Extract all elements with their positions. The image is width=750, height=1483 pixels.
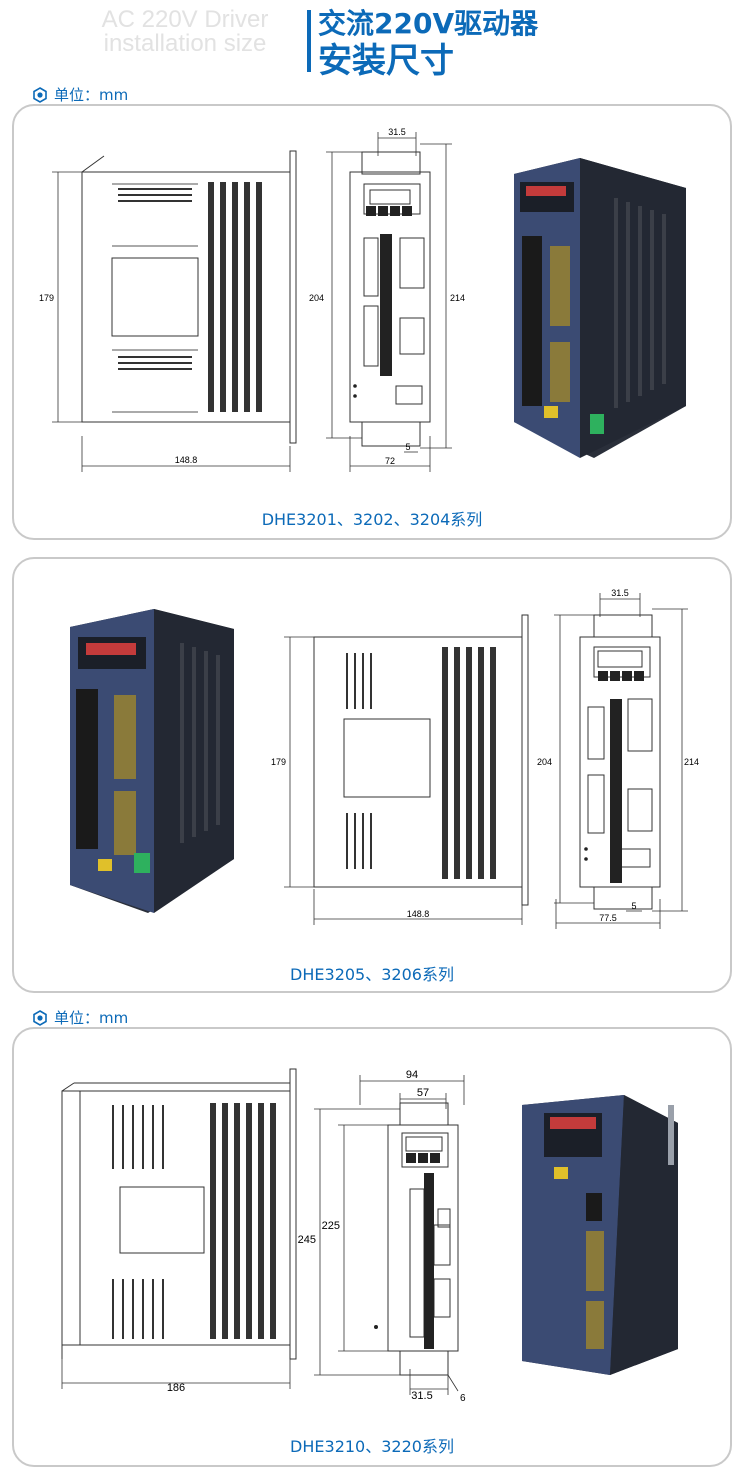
dim-front-slot: 5 [631,901,636,911]
panel-dhe3201: 179 148.8 31.5 204 214 72 5 [12,104,732,540]
dim-front-width: 72 [385,456,395,466]
hexagon-bullet-icon [33,1009,47,1026]
caption-dhe3205: DHE3205、3206系列 [290,965,454,984]
dim-front-height-right: 214 [450,293,465,303]
hexagon-bullet-icon [33,86,47,103]
panel-dhe3210: 186 94 57 245 225 31.5 [12,1027,732,1467]
drawing-dhe3210: 186 94 57 245 225 31.5 [61,1068,678,1404]
vent-slots [118,182,262,412]
dim-front-width: 94 [406,1069,418,1081]
product-image [522,1095,678,1375]
dim-front-height-right: 214 [684,757,699,767]
front-view [349,151,431,447]
title-chinese: 交流220V驱动器 安装尺寸 [318,7,539,81]
product-image [70,609,234,913]
dim-side-width: 148.8 [175,455,198,465]
dim-front-hole: 57 [417,1087,429,1099]
product-image [514,158,686,458]
drawing-dhe3205: 179 148.8 31.5 204 214 77.5 [70,588,699,929]
title-separator [307,10,311,72]
dim-front-slot: 5 [405,442,410,452]
dim-front-height-outer: 245 [298,1234,316,1246]
dim-front-hole: 31.5 [388,127,406,137]
dim-side-width: 186 [167,1382,185,1394]
drawing-dhe3201: 179 148.8 31.5 204 214 72 5 [39,127,686,472]
dim-side-height: 179 [271,757,286,767]
dim-front-slot: 6 [460,1393,466,1404]
dim-side-width: 148.8 [407,909,430,919]
dim-front-height-left: 204 [537,757,552,767]
dim-side-height: 179 [39,293,54,303]
panel-dhe3205: 179 148.8 31.5 204 214 77.5 [12,557,732,993]
dim-front-hole: 31.5 [611,588,629,598]
unit-label-2: 单位：mm [32,1007,128,1028]
caption-dhe3210: DHE3210、3220系列 [290,1437,454,1456]
dim-front-width: 77.5 [599,913,617,923]
caption-dhe3201: DHE3201、3202、3204系列 [261,510,483,529]
unit-label: 单位：mm [32,84,128,105]
dim-front-height-inner: 225 [322,1220,340,1232]
title-english: AC 220V Driver installation size [101,6,269,57]
dim-front-bottom: 31.5 [411,1390,432,1402]
side-view-outline [61,1090,291,1346]
dim-front-height-left: 204 [309,293,324,303]
